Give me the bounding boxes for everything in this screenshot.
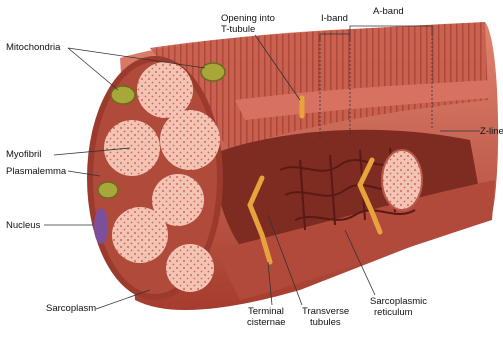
label-sarcoplasm: Sarcoplasm — [46, 303, 96, 314]
myofibril — [166, 244, 214, 292]
label-opening-line2: T-tubule — [221, 24, 255, 35]
label-transverse-line1: Transverse — [302, 306, 349, 317]
label-mitochondria: Mitochondria — [6, 42, 60, 53]
myofibril — [160, 110, 220, 170]
nucleus — [94, 208, 108, 244]
label-opening-line1: Opening into — [221, 13, 275, 24]
myofibril — [112, 207, 168, 263]
label-a-band: A-band — [373, 6, 404, 17]
label-i-band: I-band — [321, 13, 348, 24]
label-terminal-line1: Terminal — [248, 306, 284, 317]
label-nucleus: Nucleus — [6, 220, 40, 231]
label-z-line: Z-line — [480, 126, 503, 137]
label-myofibril: Myofibril — [6, 149, 41, 160]
label-sarcoplasmic-line1: Sarcoplasmic — [370, 296, 427, 307]
label-transverse-line2: tubules — [310, 317, 341, 328]
label-plasmalemma: Plasmalemma — [6, 166, 66, 177]
label-sarcoplasmic-line2: reticulum — [374, 307, 413, 318]
myofibril — [104, 120, 160, 176]
label-terminal-line2: cisternae — [247, 317, 286, 328]
myofibril — [137, 62, 193, 118]
inner-myofibril — [382, 150, 422, 210]
